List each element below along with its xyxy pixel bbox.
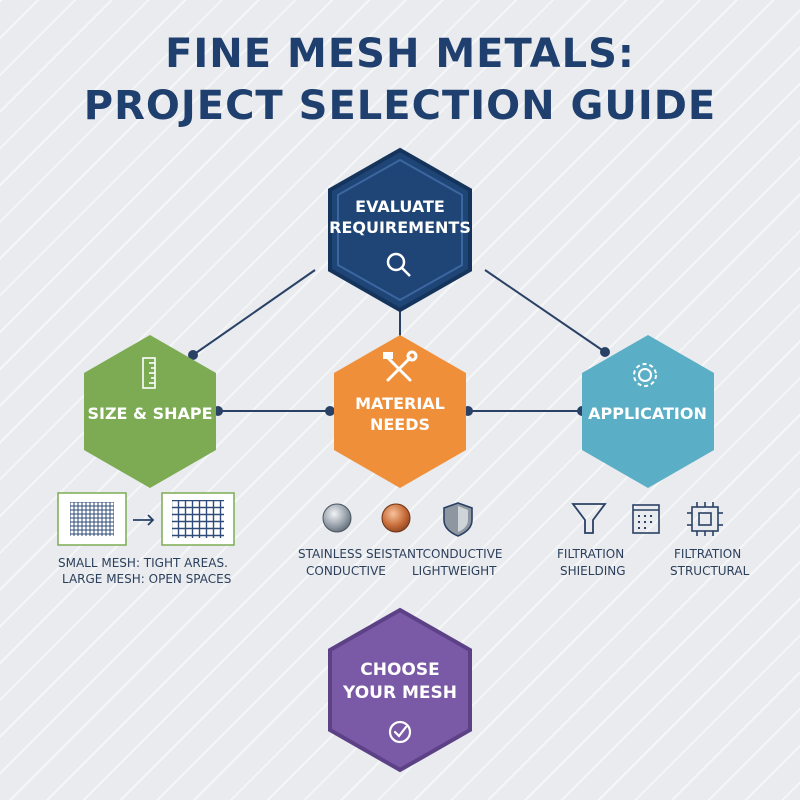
hex-size	[84, 335, 216, 488]
connector-dot	[325, 406, 335, 416]
choose-label-line2: YOUR MESH	[343, 683, 457, 703]
title-line-2: PROJECT SELECTION GUIDE	[83, 83, 717, 129]
connector-evaluate-size	[192, 269, 316, 356]
stainless-disc-icon	[322, 503, 352, 533]
funnel-icon	[571, 503, 607, 534]
shield-icon	[443, 502, 473, 537]
shielding-panel-icon	[632, 504, 660, 534]
material-note-lightweight: LIGHTWEIGHT	[412, 564, 497, 578]
choose-label-line1: CHOOSE	[360, 660, 440, 680]
large-mesh-icon	[161, 492, 235, 546]
gear-icon	[633, 363, 657, 387]
connector-dot	[188, 350, 198, 360]
material-label-line1: MATERIAL	[355, 394, 445, 413]
evaluate-label-line1: EVALUATE	[355, 197, 445, 216]
tools-icon	[383, 350, 418, 382]
application-note-col2-line2: STRUCTURAL	[670, 564, 750, 578]
hex-choose	[328, 607, 472, 773]
material-label-line2: NEEDS	[369, 415, 431, 434]
application-label: APPLICATION	[588, 404, 707, 423]
check-icon	[388, 720, 412, 744]
chip-icon	[687, 502, 723, 536]
small-mesh-icon	[57, 492, 127, 546]
material-note-line1: STAINLESS SEISTANTCONDUCTIVE	[298, 547, 503, 561]
application-note-col2-line1: FILTRATION	[674, 547, 742, 561]
connector-evaluate-application	[484, 269, 606, 353]
copper-disc-icon	[381, 503, 411, 533]
hex-application	[582, 335, 714, 488]
application-note-col1-line2: SHIELDING	[560, 564, 626, 578]
arrow-right-icon	[133, 514, 155, 526]
size-note-line1: SMALL MESH: TIGHT AREAS.	[58, 556, 228, 570]
connector-lines	[192, 269, 606, 412]
ruler-icon	[142, 357, 156, 389]
hex-evaluate-inner	[337, 158, 463, 302]
evaluate-label-line2: REQUIREMENTS	[329, 218, 471, 237]
size-note-line2: LARGE MESH: OPEN SPACES	[62, 572, 232, 586]
magnifier-icon	[386, 252, 411, 277]
hex-material	[334, 335, 466, 488]
size-label: SIZE & SHAPE	[87, 404, 213, 423]
application-note-col1-line1: FILTRATION	[557, 547, 625, 561]
connector-dot	[600, 347, 610, 357]
choose-label: CHOOSE YOUR MESH	[330, 659, 470, 705]
title-line-1: FINE MESH METALS:	[165, 31, 635, 77]
material-label: MATERIAL NEEDS	[330, 393, 470, 435]
material-note-conductive: CONDUCTIVE	[306, 564, 386, 578]
evaluate-label: EVALUATE REQUIREMENTS	[320, 196, 480, 238]
hex-evaluate	[328, 147, 472, 313]
